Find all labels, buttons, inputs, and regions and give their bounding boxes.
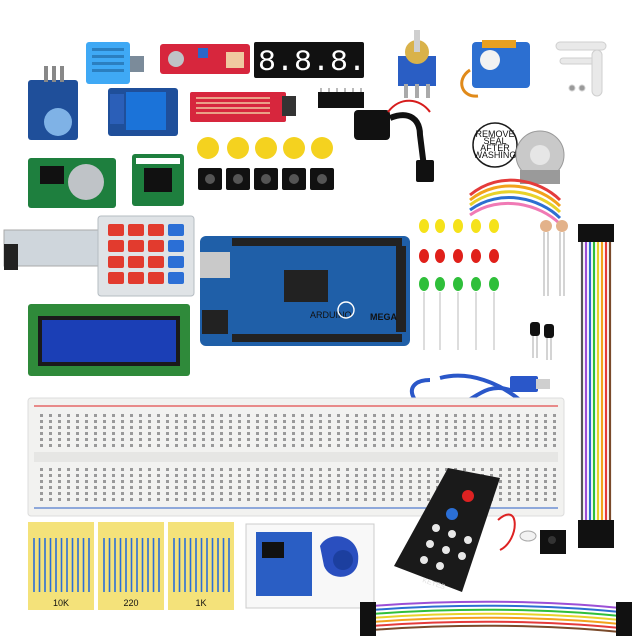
breadboard: [27, 397, 565, 517]
sound-sensor-module: [160, 44, 250, 74]
water-level-sensor: [190, 92, 296, 122]
resistor-label-1k: 1K: [195, 598, 206, 608]
mega-label: MEGA: [370, 312, 398, 322]
servo-horns: [555, 41, 607, 97]
stepper-motor: [469, 130, 565, 226]
mega-brand: ARDUINO: [310, 310, 352, 320]
battery-clip: [354, 99, 434, 182]
dht11-sensor: [86, 42, 144, 84]
ir-remote: KEYES: [394, 468, 500, 592]
transistors: [530, 322, 554, 360]
sticker-line-3: AFTER: [480, 143, 510, 153]
jumper-wires-vertical: [578, 224, 614, 548]
tactile-switches: [198, 168, 334, 190]
rtc-module: [28, 158, 116, 208]
ic-chip: [318, 88, 364, 108]
resistor-packs: 10K 220 1K: [28, 522, 234, 610]
sticker-line-4: WASHING: [474, 150, 517, 160]
membrane-keypad: [3, 215, 195, 297]
sticker-line-1: REMOVE: [475, 129, 514, 139]
arduino-mega-board: MEGA ARDUINO: [200, 236, 410, 346]
motor-driver-module: [132, 154, 184, 206]
servo-motor: [460, 40, 530, 98]
photoresistors: [540, 220, 568, 296]
seal-sticker: REMOVE SEAL AFTER WASHING: [472, 122, 518, 168]
sticker-line-2: SEAL: [483, 136, 506, 146]
lcd-1602-module: [28, 304, 190, 376]
relay-module: [108, 88, 178, 136]
yellow-button-caps: [197, 137, 333, 159]
ir-receiver-leds: [497, 513, 566, 554]
jumper-ribbon-bottom: [360, 600, 632, 636]
resistor-label-10k: 10K: [53, 598, 69, 608]
resistor-label-220: 220: [123, 598, 138, 608]
touch-sensor-module: [28, 66, 78, 140]
rfid-module: [245, 523, 375, 609]
led-set: [419, 219, 499, 350]
potentiometer: [398, 30, 436, 98]
